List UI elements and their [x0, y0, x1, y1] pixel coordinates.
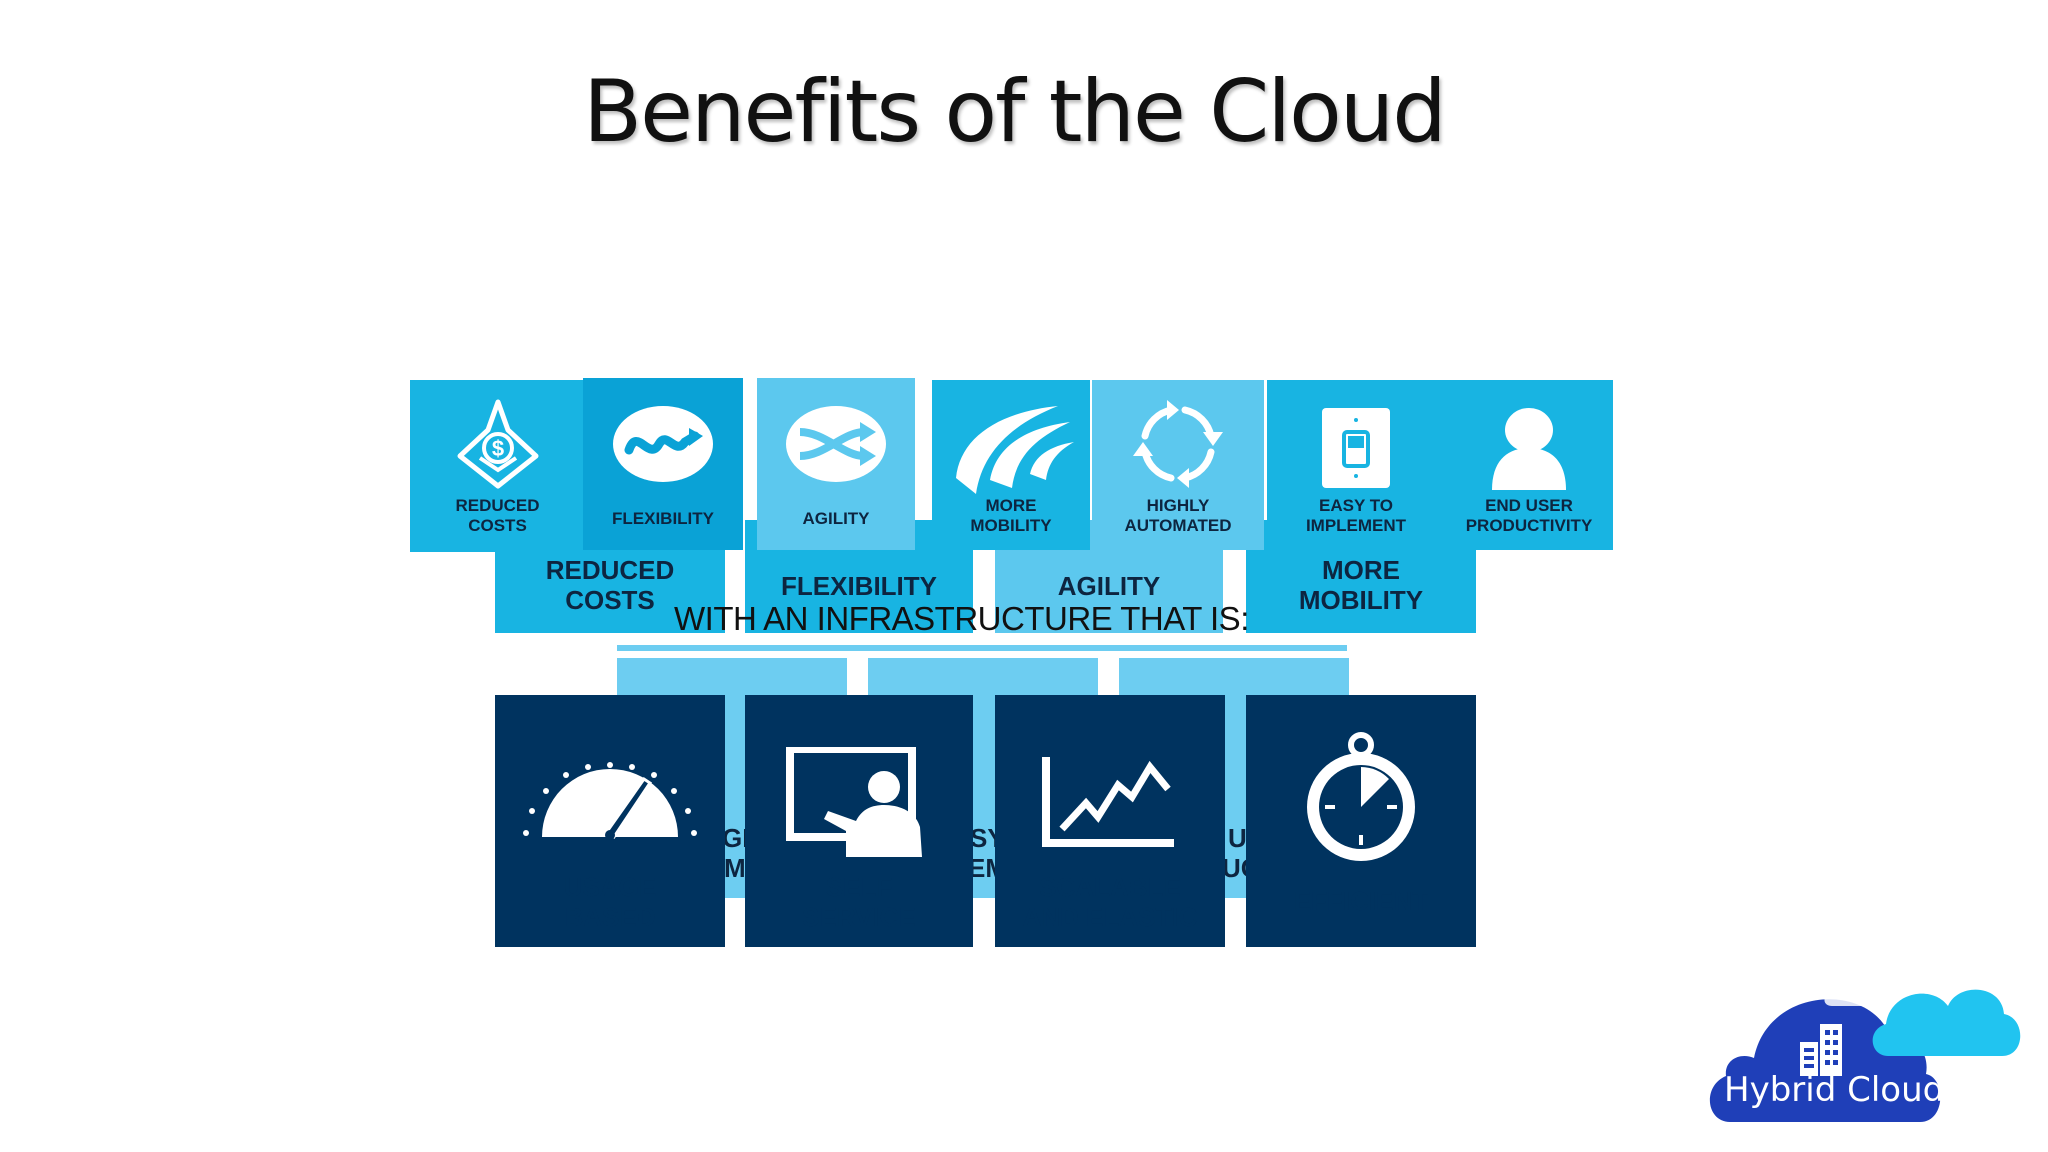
user-icon [1492, 408, 1566, 490]
curvy-arrow-icon [613, 406, 713, 482]
top-tile-label-7: END USER [1485, 496, 1573, 515]
dollar-shield-icon: $ [457, 399, 538, 489]
bottom-tile-label-3b: AND ELASTIC [1022, 901, 1198, 932]
bottom-tile-label-3: SCALABLE [1039, 872, 1181, 902]
top-tile-flexibility: FLEXIBILITY [583, 378, 743, 550]
middle-tile-label-4b: MOBILITY [1298, 584, 1424, 615]
svg-text:$: $ [491, 436, 503, 461]
top-tile-label-1: REDUCED [455, 496, 540, 515]
top-tile-label-6b: IMPLEMENT [1305, 515, 1407, 535]
slide-title: Benefits of the Cloud [583, 62, 1447, 162]
bottom-tile-efficient: EFFICIENT [1246, 695, 1476, 947]
top-tile-label-5b: AUTOMATED [1124, 515, 1232, 535]
top-tile-label-4b: MOBILITY [970, 515, 1052, 535]
top-tile-label-4: MORE [985, 496, 1037, 515]
top-tile-reduced-costs: $ REDUCED COSTS [410, 380, 585, 552]
switch-icon [1322, 408, 1390, 488]
top-tile-easy-implement: EASY TO IMPLEMENT [1267, 380, 1445, 550]
bottom-tile-usage-based: USAGE BASED [495, 695, 725, 947]
bottom-tile-label-1: USAGE [563, 872, 657, 902]
top-tile-label-1b: COSTS [468, 515, 527, 535]
bottom-tile-self-service: SELF SERVICE [745, 695, 973, 947]
bottom-tile-label-4: EFFICIENT [1293, 886, 1429, 916]
lower-strip [617, 645, 1347, 651]
bottom-tile-label-2: SELF [825, 872, 893, 902]
top-tile-automated: HIGHLY AUTOMATED [1092, 380, 1264, 550]
cycle-arrows-icon [1133, 400, 1223, 488]
top-tile-label-7b: PRODUCTIVITY [1465, 515, 1593, 535]
text-fragment: U [1228, 823, 1247, 853]
crossing-arrows-icon [786, 406, 886, 482]
bottom-tile-scalable: SCALABLE AND ELASTIC [995, 695, 1225, 947]
top-tile-label-6: EASY TO [1318, 496, 1393, 515]
top-tile-mobility: MORE MOBILITY [932, 380, 1090, 550]
slide-subtitle: WITH AN INFRASTRUCTURE THAT IS: [674, 600, 1249, 637]
stopwatch-icon [1307, 732, 1415, 861]
text-fragment: M [724, 853, 746, 883]
hybrid-cloud-logo-icon [1709, 982, 2021, 1122]
top-tile-agility: AGILITY [757, 378, 915, 550]
line-chart-icon [1042, 757, 1174, 847]
bottom-tile-label-1b: BASED [564, 901, 656, 932]
top-tile-label-3: AGILITY [802, 509, 870, 528]
middle-tile-label-1b: COSTS [565, 584, 655, 615]
gauge-icon [523, 762, 697, 840]
top-tile-end-user: END USER PRODUCTIVITY [1445, 380, 1613, 550]
presenter-icon [786, 747, 922, 857]
swoosh-icon [956, 406, 1074, 494]
top-tile-label-2: FLEXIBILITY [612, 509, 714, 528]
middle-tile-label-2: FLEXIBILITY [781, 571, 937, 601]
middle-tile-label-3: AGILITY [1057, 571, 1161, 601]
top-tile-label-5: HIGHLY [1146, 496, 1210, 515]
logo-text: Hybrid Cloud [1724, 1070, 1945, 1110]
bottom-tile-label-2b: SERVICE [802, 901, 916, 932]
middle-tile-label-4: MORE [1322, 555, 1400, 585]
middle-tile-label-1: REDUCED [545, 555, 675, 585]
